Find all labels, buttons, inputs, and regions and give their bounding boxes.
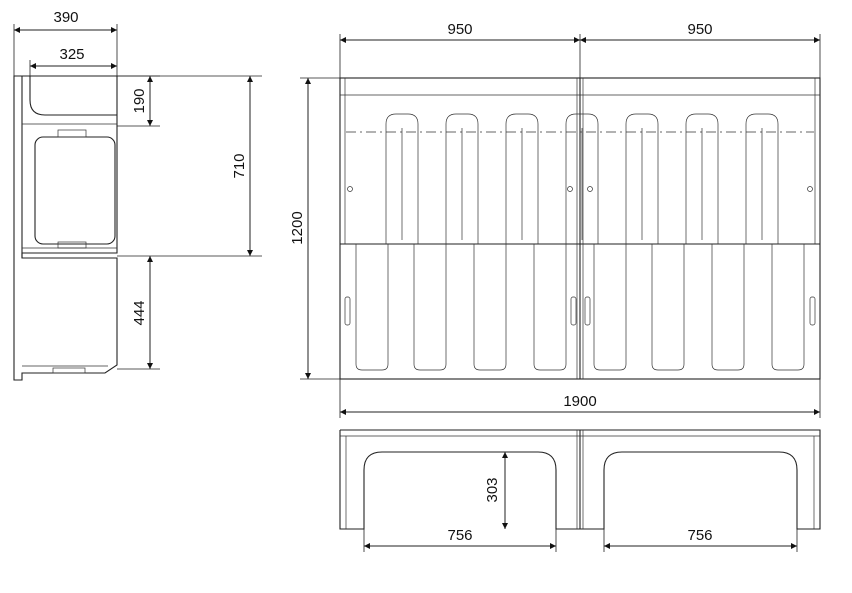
lower-slot: [711, 244, 745, 371]
upper-pockets: [385, 113, 779, 244]
side-view: 390 325 190 710 444: [13, 9, 262, 381]
dim-side-bottom-height: 444: [131, 300, 148, 325]
lower-slot: [355, 244, 389, 371]
dim-side-inner-width: 325: [59, 46, 84, 63]
lower-slot: [533, 244, 567, 371]
upper-pocket: [565, 113, 599, 244]
upper-pocket: [625, 113, 659, 244]
upper-pocket: [505, 113, 539, 244]
lower-slots: [355, 244, 805, 371]
dim-front-left-width: 950: [447, 21, 472, 38]
dim-front-right-width: 950: [687, 21, 712, 38]
dim-side-outer-width: 390: [53, 9, 78, 26]
lower-slot: [413, 244, 447, 371]
dim-bottom-left-opening: 756: [447, 527, 472, 544]
upper-pocket: [745, 113, 779, 244]
dim-front-height: 1200: [289, 211, 306, 244]
upper-pocket: [685, 113, 719, 244]
lower-slot: [593, 244, 627, 371]
dim-bottom-right-opening: 756: [687, 527, 712, 544]
dim-side-mid-height: 710: [231, 153, 248, 178]
dim-bottom-height: 303: [484, 477, 501, 502]
dim-side-top-height: 190: [131, 88, 148, 113]
lower-slot: [771, 244, 805, 371]
front-view: 950 950 1200 1900: [289, 21, 821, 418]
upper-pocket: [445, 113, 479, 244]
bottom-view: 303 756 756: [339, 429, 821, 552]
lower-slot: [473, 244, 507, 371]
dim-front-total-width: 1900: [563, 393, 596, 410]
lower-slot: [651, 244, 685, 371]
upper-pocket: [385, 113, 419, 244]
